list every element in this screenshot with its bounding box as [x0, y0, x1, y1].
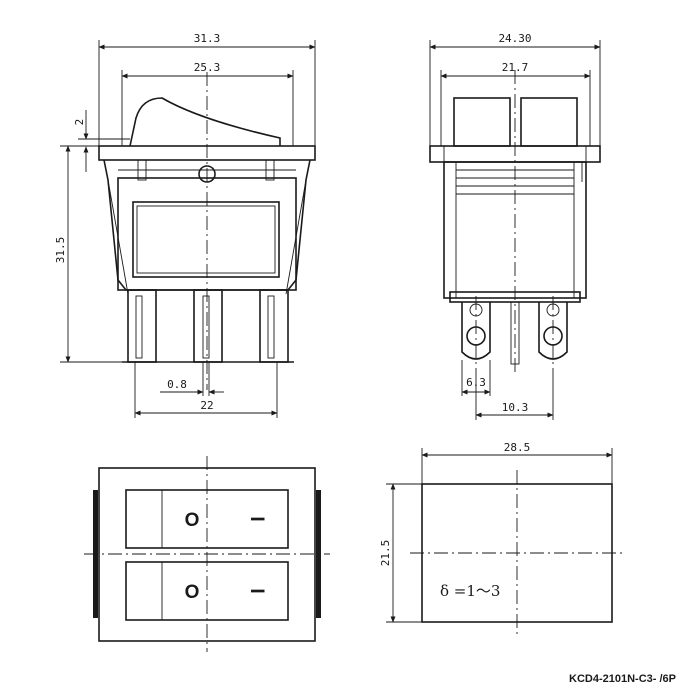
part-number-label: KCD4-2101N-C3- /6P	[569, 673, 676, 685]
dim-front-overall-width: 31.3	[194, 32, 221, 45]
note-panel-thickness: δ =1～3	[440, 582, 500, 600]
dim-front-housing-width: 25.3	[194, 61, 221, 74]
terminal-middle	[193, 289, 223, 363]
symbol-on-lower: I	[246, 588, 267, 593]
rocker-actuator	[129, 97, 281, 147]
side-terminal-right	[538, 302, 568, 360]
side-rocker-left	[453, 97, 511, 147]
dim-front-body-height: 31.5	[54, 237, 67, 264]
side-view: 24.30 21.7 6.3 10.3	[429, 32, 601, 420]
panel-cutout: 28.5 21.5 δ =1～3	[379, 441, 622, 636]
dim-side-terminal-pitch: 10.3	[502, 401, 529, 414]
dim-front-terminal-span: 22	[200, 399, 213, 412]
front-view: 31.3 25.3 2 31.5 0.8 22	[54, 32, 316, 418]
side-terminal-left	[461, 302, 491, 360]
dim-front-terminal-thickness: 0.8	[167, 378, 187, 391]
dim-cutout-width: 28.5	[504, 441, 531, 454]
top-view: O I O I	[84, 456, 330, 652]
side-body	[443, 161, 587, 299]
side-rocker-right	[520, 97, 578, 147]
symbol-off-lower: O	[185, 582, 200, 603]
symbol-on-upper: I	[246, 516, 267, 521]
symbol-off-upper: O	[185, 510, 200, 531]
dim-front-rocker-height: 2	[73, 119, 86, 126]
dim-side-overall-width: 24.30	[498, 32, 531, 45]
dim-cutout-height: 21.5	[379, 540, 392, 567]
front-window	[132, 201, 280, 278]
dim-side-body-width: 21.7	[502, 61, 529, 74]
